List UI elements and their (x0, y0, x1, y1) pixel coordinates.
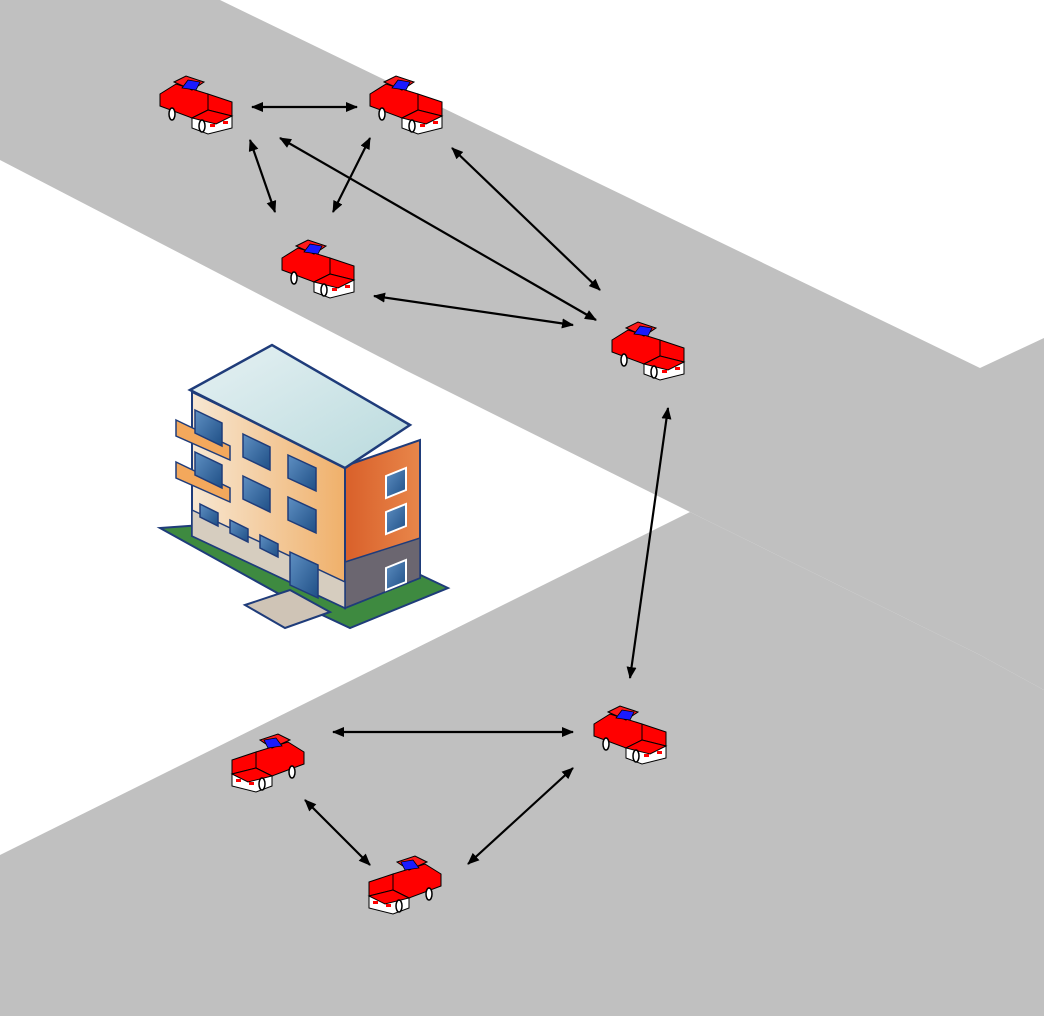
apartment-building-icon (156, 343, 451, 630)
link-arrow-car-2-car-4 (451, 147, 601, 291)
link-arrow-car-6-car-7 (467, 767, 574, 865)
lower-road (0, 512, 1044, 1016)
link-arrow-car-3-car-4 (373, 292, 574, 329)
link-arrow-car-4-car-6 (626, 407, 672, 679)
link-arrow-car-5-car-7 (304, 799, 371, 866)
v2v-links (248, 102, 672, 866)
upper-road (0, 0, 1044, 690)
link-arrow-car-1-car-3 (248, 139, 277, 213)
